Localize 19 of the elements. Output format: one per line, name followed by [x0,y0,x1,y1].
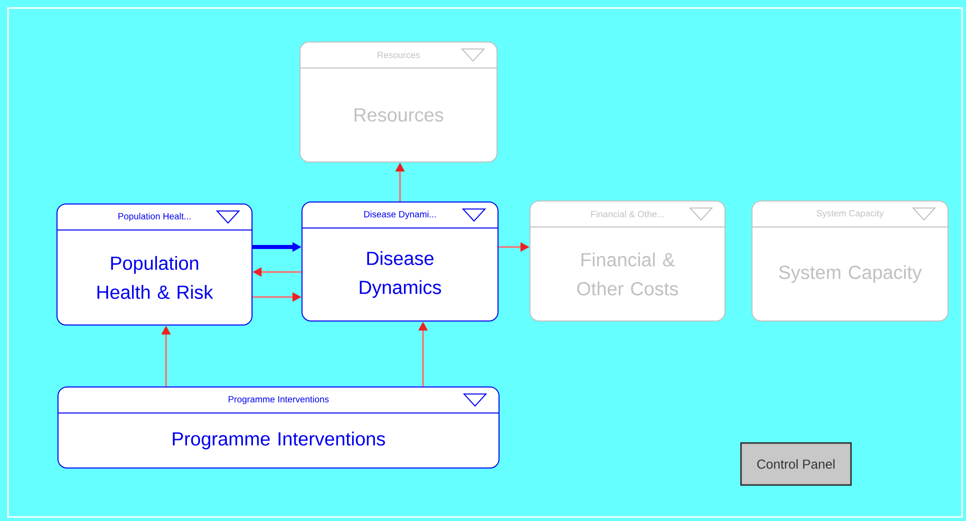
module-box [56,204,252,326]
box-label: Resources [354,108,444,122]
box-label: System Capacity [779,265,922,283]
box-title: Disease Dynami... [364,210,436,220]
box-title: Financial & Othe... [591,210,664,218]
module-box [752,200,948,322]
module-box [530,200,726,322]
box-label: Disease Dynamics [360,251,441,298]
box-label: Programme Interventions [172,432,385,450]
module-box [300,42,498,162]
module-box [302,202,498,322]
box-label: Financial & Other Costs [577,252,678,296]
box-title: System Capacity [816,210,884,218]
box-title: Programme Interventions [228,396,329,404]
box-label: Population Health & Risk [97,256,214,299]
module-box [58,386,500,468]
box-title: Resources [378,52,420,58]
box-title: Population Healt... [118,212,190,222]
control-button: Control Panel [740,442,852,486]
